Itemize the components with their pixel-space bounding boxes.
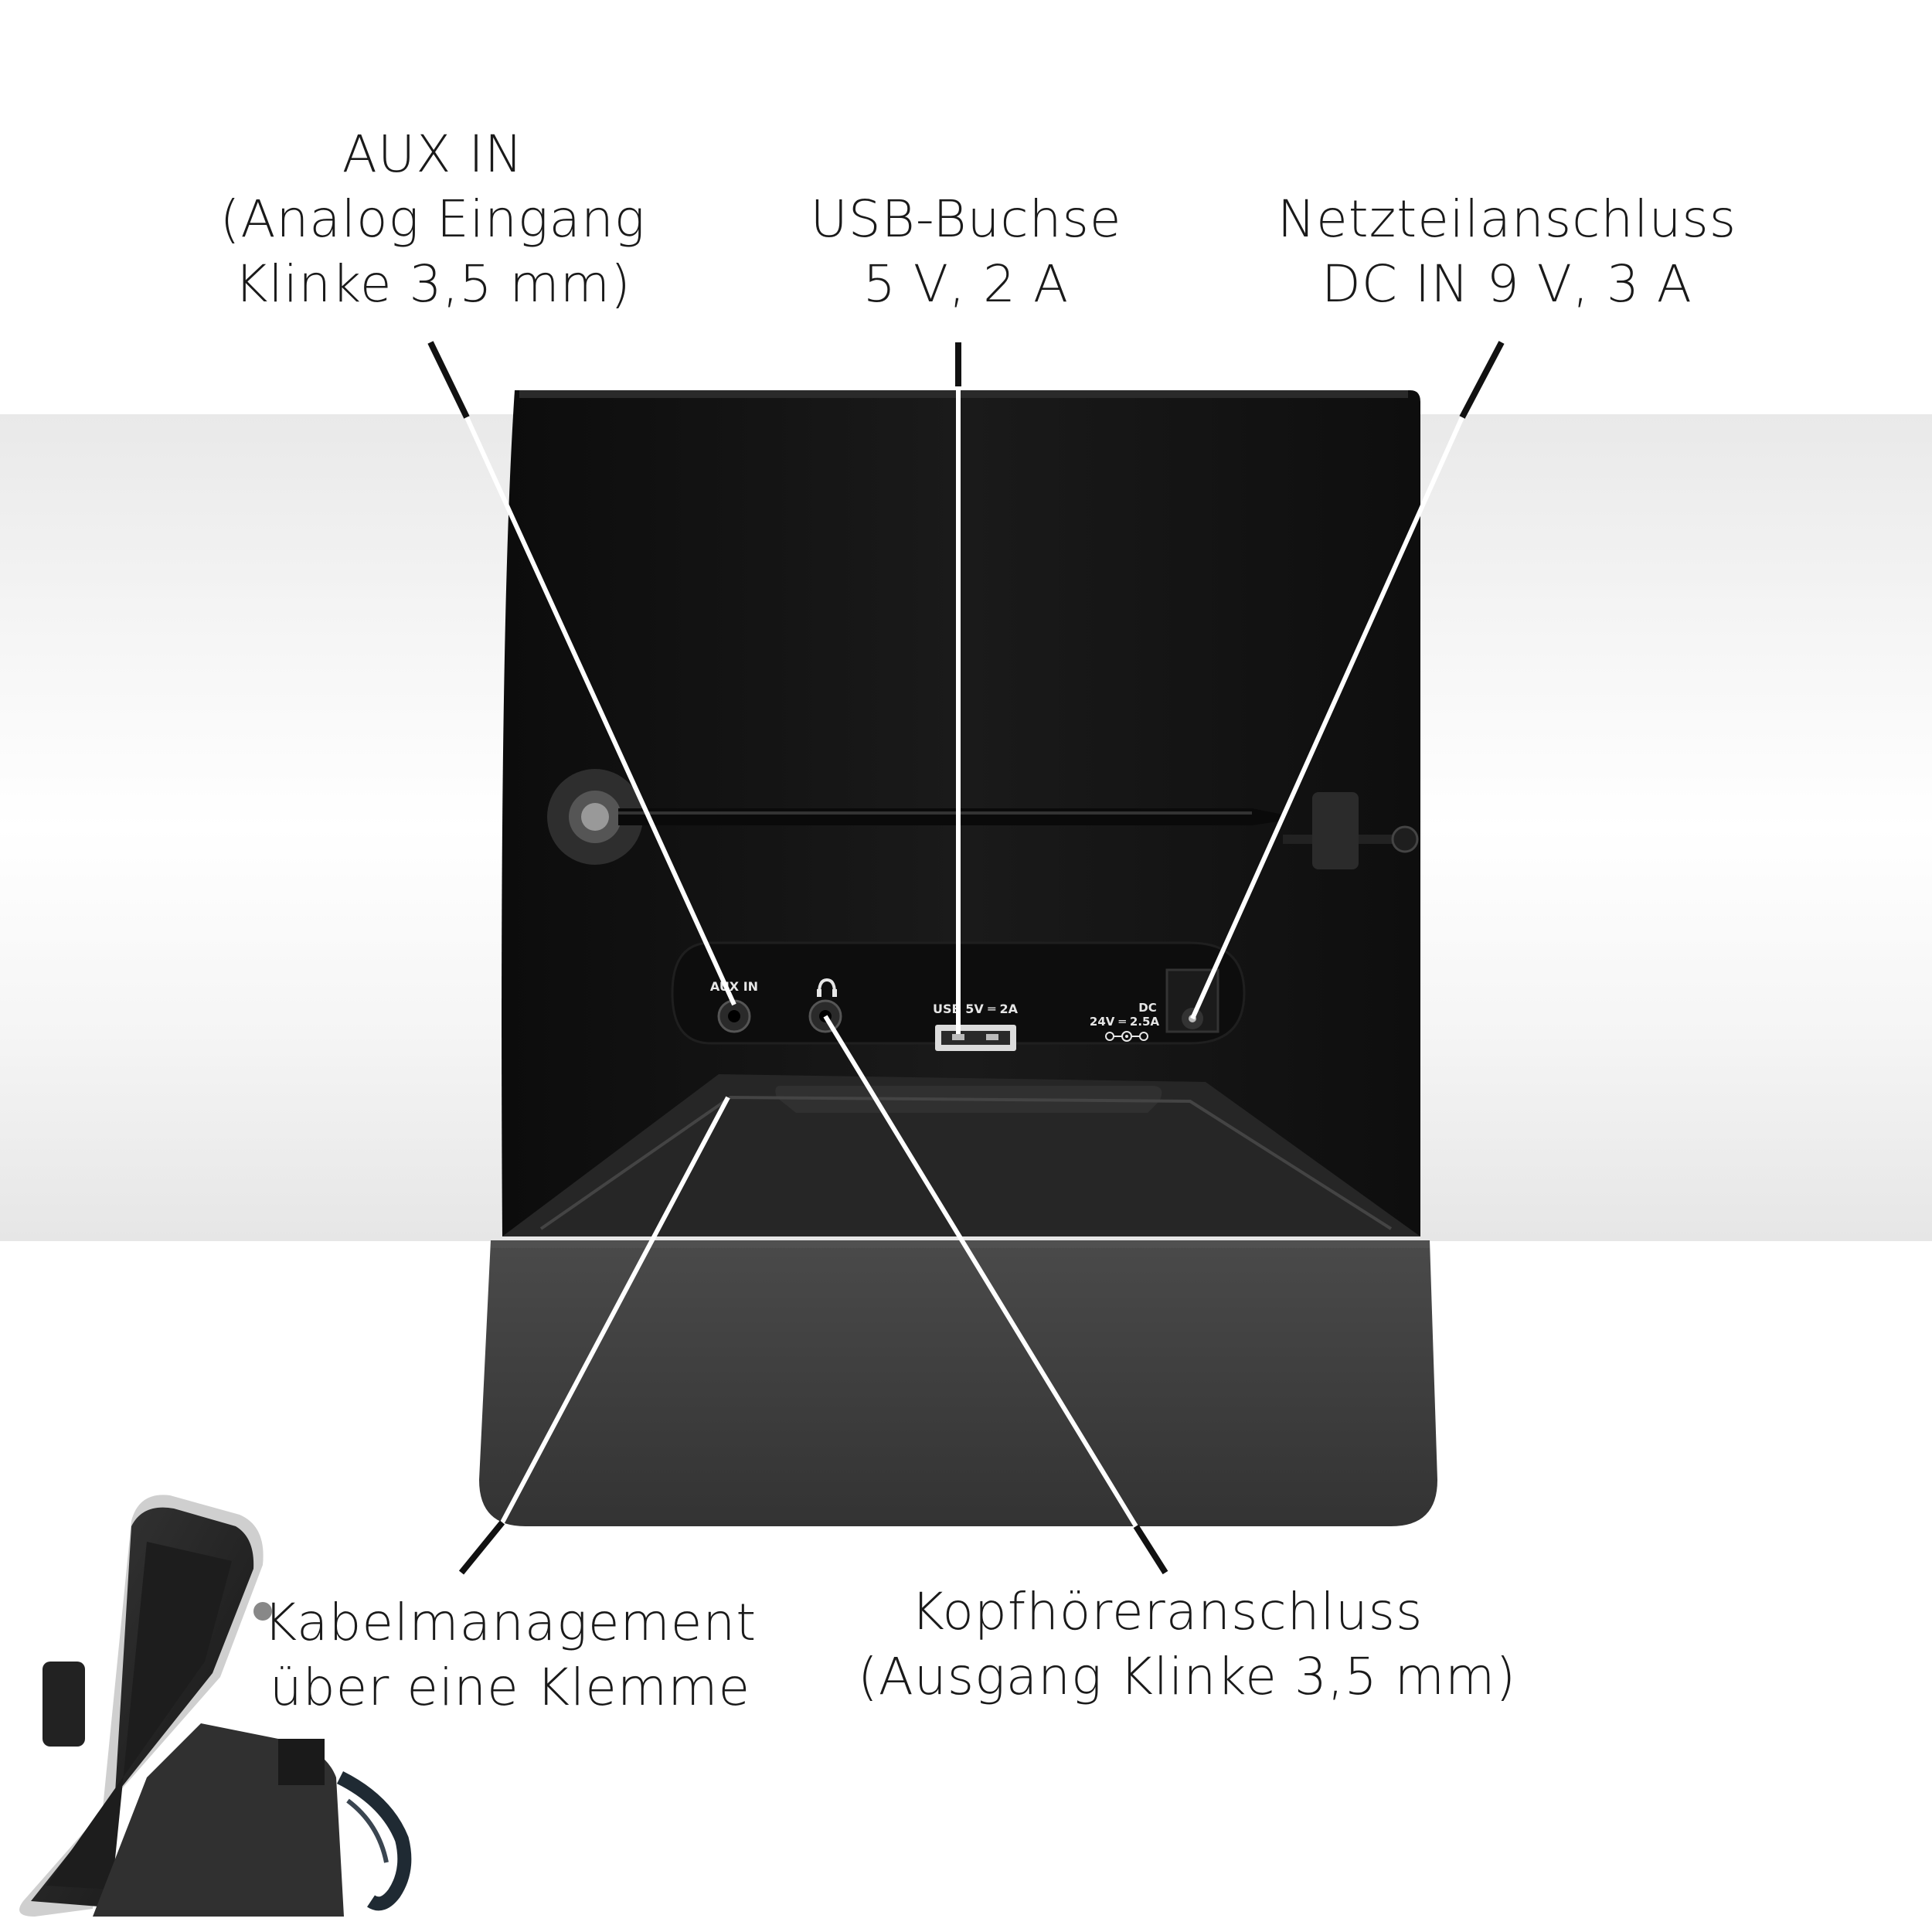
antenna-icon <box>547 769 1419 869</box>
device-base <box>479 1240 1437 1526</box>
usb-desc: 5 V, 2 A <box>862 254 1070 314</box>
dc-polarity-icon <box>1105 1031 1148 1042</box>
dc-port-label: DC <box>1138 1001 1156 1015</box>
callout-cable-management: Kabelmanagement über eine Klemme <box>255 1590 765 1720</box>
callout-lines <box>427 341 1505 1575</box>
device-side-view <box>19 1495 412 1917</box>
dc-title: Netzteilanschluss <box>1277 189 1737 249</box>
dc-rating-label: 24V ═ 2.5A <box>1090 1015 1160 1029</box>
top-rim <box>519 390 1408 398</box>
callout-headphone: Kopfhöreranschluss (Ausgang Klinke 3,5 m… <box>858 1580 1517 1709</box>
aux-port[interactable] <box>717 999 751 1033</box>
aux-desc-1: (Analog Eingang <box>219 189 646 249</box>
headphone-desc: (Ausgang Klinke 3,5 mm) <box>858 1647 1517 1706</box>
dc-desc: DC IN 9 V, 3 A <box>1321 254 1692 314</box>
callout-usb: USB-Buchse 5 V, 2 A <box>796 187 1136 317</box>
headphone-icon <box>817 978 837 997</box>
aux-port-label: AUX IN <box>710 979 758 994</box>
usb-port-label: USB 5V ═ 2A <box>933 1002 1019 1016</box>
callout-dc-in: Netzteilanschluss DC IN 9 V, 3 A <box>1252 187 1762 317</box>
usb-port-icon[interactable] <box>935 1025 1016 1051</box>
usb-title: USB-Buchse <box>810 189 1122 249</box>
aux-title: AUX IN <box>342 124 524 184</box>
callout-aux-in: AUX IN (Analog Eingang Klinke 3,5 mm) <box>193 122 672 317</box>
headphone-title: Kopfhöreranschluss <box>910 1582 1423 1641</box>
cable-clamp-tray <box>502 1074 1420 1236</box>
cable-desc: über eine Klemme <box>269 1658 751 1717</box>
cable-title: Kabelmanagement <box>263 1593 757 1652</box>
aux-desc-2: Klinke 3,5 mm) <box>234 254 631 314</box>
